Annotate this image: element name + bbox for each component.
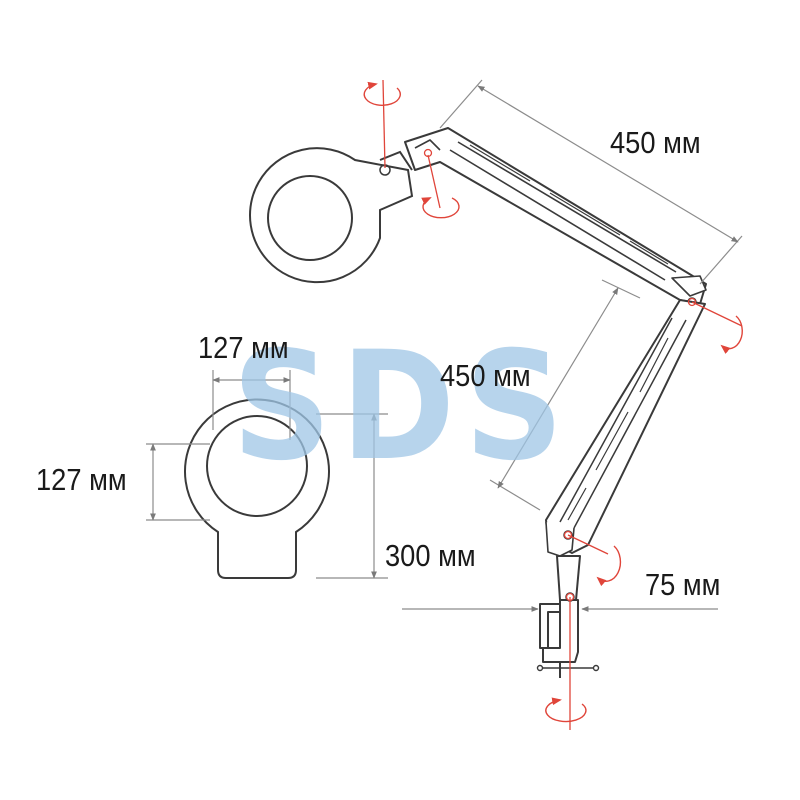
lower-arm-length-label: 450 мм [440,358,531,393]
rotation-arrow-icon [421,197,460,219]
rotation-arrow-icon [596,545,622,587]
rotation-arrow-icon [363,81,401,106]
rotation-arrow-icon [720,315,743,355]
magnifier-lens [267,175,353,261]
head-height-label: 300 мм [385,538,476,573]
desk-clamp [536,555,600,678]
rotation-axis-column [545,592,587,730]
rotation-arrow-icon [545,697,587,723]
rotation-axis-head-vertical [363,79,401,169]
dimension-lines [146,79,743,612]
rotation-axis-base-joint [563,530,622,587]
magnifier-head [249,147,414,284]
watermark-logo: SDS [232,320,573,494]
rotation-axis-elbow [687,297,743,355]
lens-front-view [184,398,330,579]
rotation-axis-head-joint [421,148,460,219]
lens-width-label: 127 мм [198,330,289,365]
clamp-opening-label: 75 мм [645,567,721,602]
lens-height-label: 127 мм [36,462,127,497]
upper-arm-length-label: 450 мм [610,125,701,160]
